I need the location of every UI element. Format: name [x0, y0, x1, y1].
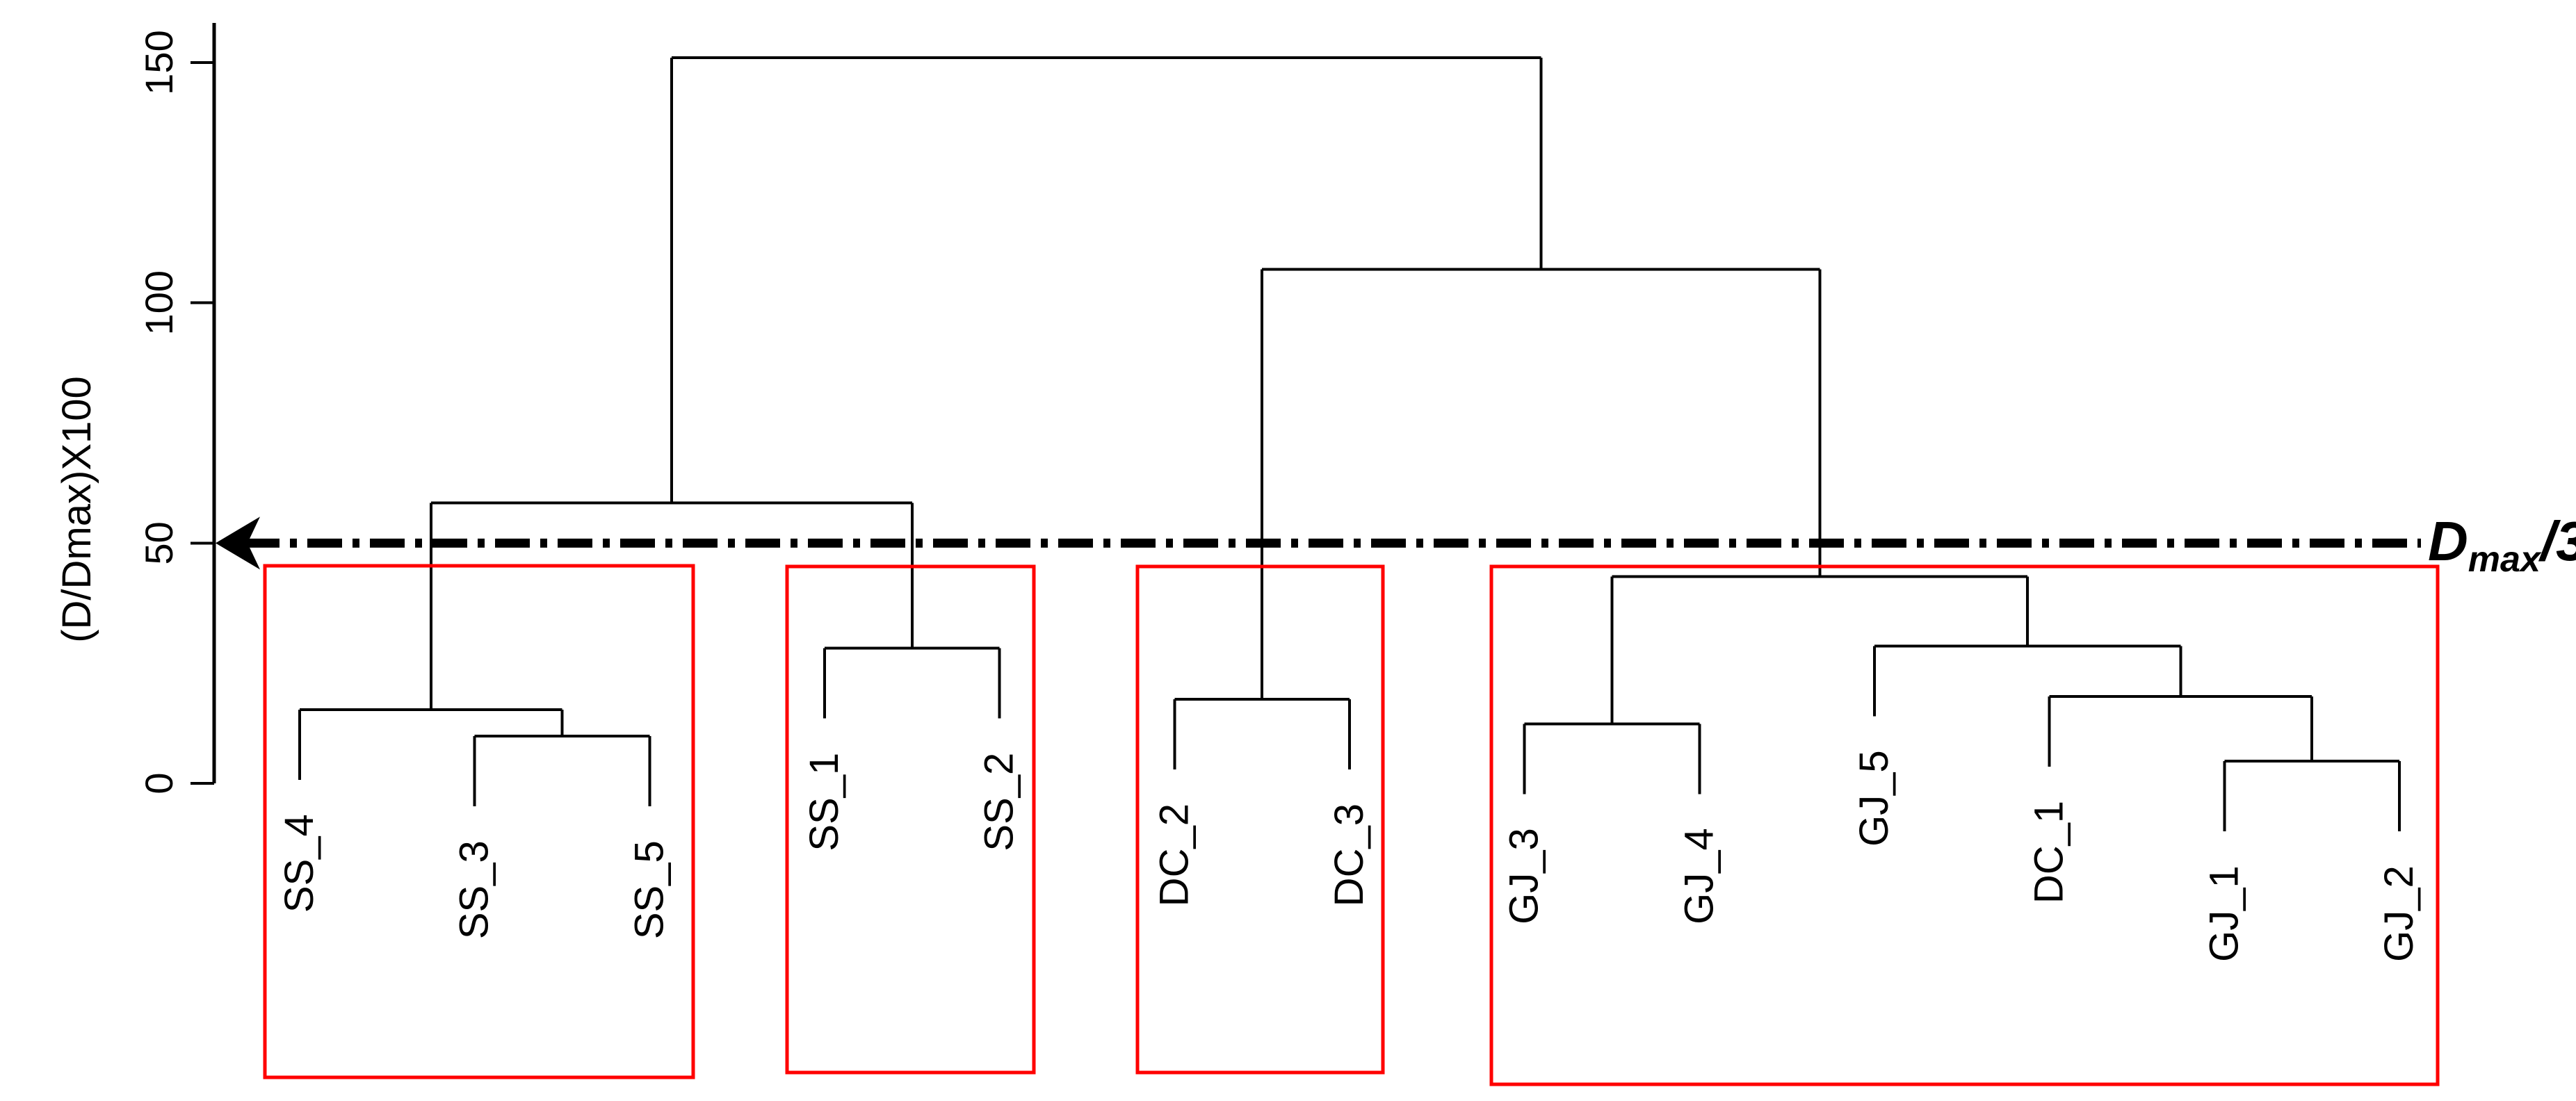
leaf-label-SS_2: SS_2 — [977, 753, 1022, 851]
cluster-box-2 — [785, 564, 1036, 1075]
cluster-box-1 — [263, 564, 695, 1079]
cutoff-label: Dmax/3 — [2428, 510, 2576, 580]
cluster-box-3 — [1135, 564, 1385, 1075]
leaf-label-GJ_4: GJ_4 — [1676, 828, 1722, 924]
leaf-label-DC_1: DC_1 — [2027, 801, 2072, 904]
cluster-box-4 — [1489, 564, 2440, 1086]
leaf-label-DC_3: DC_3 — [1327, 804, 1372, 906]
cutoff-label-subscript: max — [2468, 539, 2542, 580]
y-axis-tick-label: 50 — [137, 521, 181, 564]
leaf-label-GJ_5: GJ_5 — [1852, 750, 1897, 847]
y-axis-tick-label: 150 — [137, 30, 181, 95]
cutoff-label-main: D — [2428, 510, 2468, 572]
leaf-label-GJ_1: GJ_1 — [2201, 865, 2246, 962]
leaf-label-SS_1: SS_1 — [802, 753, 847, 851]
leaf-label-DC_2: DC_2 — [1151, 804, 1197, 906]
leaf-label-GJ_2: GJ_2 — [2376, 865, 2422, 962]
cutoff-label-rest: /3 — [2538, 510, 2576, 572]
cutoff-arrow-left-icon — [216, 516, 260, 570]
y-axis-tick-label: 100 — [137, 270, 181, 335]
leaf-label-SS_4: SS_4 — [277, 814, 322, 913]
leaf-label-GJ_3: GJ_3 — [1502, 828, 1547, 924]
leaf-label-SS_3: SS_3 — [452, 840, 497, 939]
y-axis-tick-label: 0 — [137, 772, 181, 794]
leaf-label-SS_5: SS_5 — [626, 840, 672, 939]
y-axis-title: (D/Dmax)X100 — [54, 376, 99, 643]
